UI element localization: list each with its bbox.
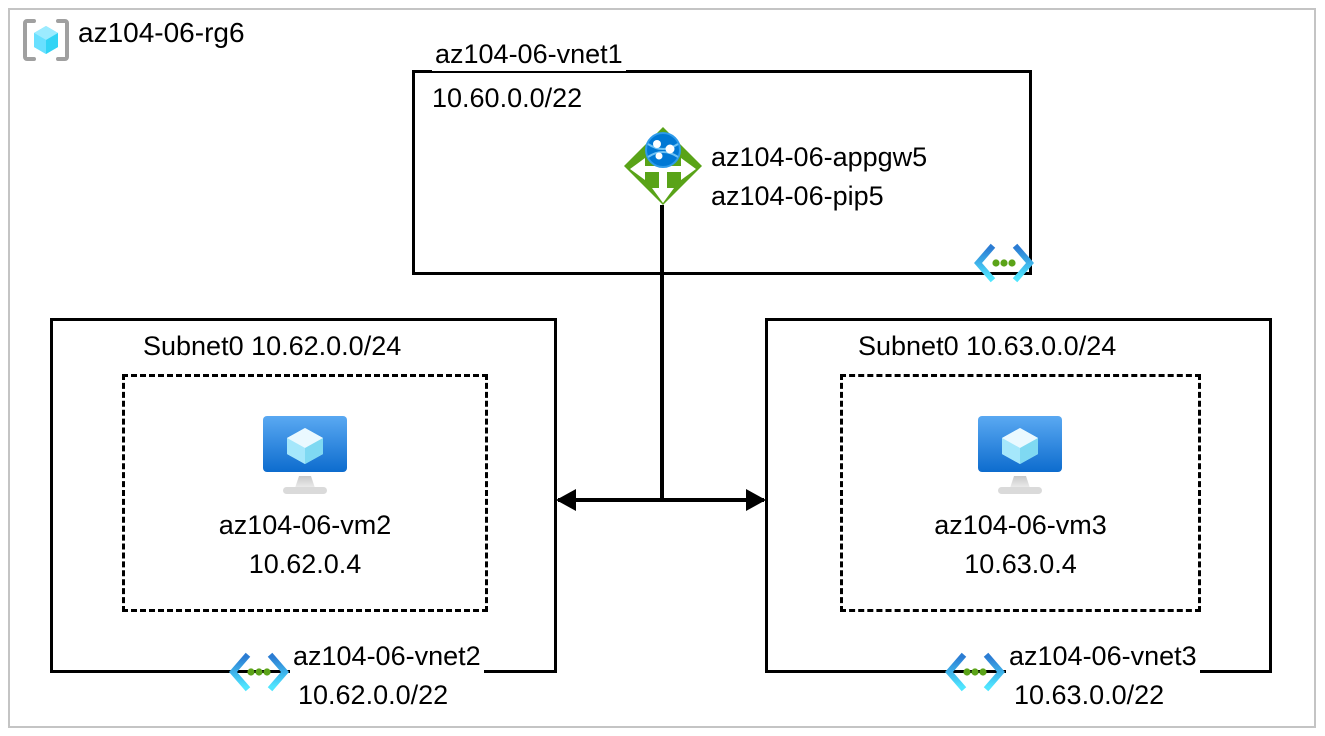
vnet3-subnet-label: Subnet0 10.63.0.0/24	[858, 331, 1117, 361]
vnet2-label: az104-06-vnet2	[290, 640, 484, 673]
vm2-private-ip-label: 10.62.0.4	[248, 549, 362, 579]
peering-arrowhead-right	[746, 489, 766, 511]
vnet3-virtual-network-icon	[944, 652, 1006, 692]
vnet1-virtual-network-icon	[973, 243, 1035, 283]
vnet-peering-line	[558, 498, 764, 502]
vnet3-address-space: 10.63.0.0/22	[1014, 680, 1165, 710]
vnet2-virtual-network-icon	[228, 652, 290, 692]
gateway-link-line	[660, 205, 664, 502]
vnet1-boundary	[412, 70, 1032, 275]
vnet2-subnet-boundary	[122, 374, 488, 612]
resource-group-cube-icon	[22, 18, 70, 62]
vm3-virtual-machine-icon	[970, 410, 1070, 500]
peering-arrowhead-left	[556, 489, 576, 511]
vm3-name-label: az104-06-vm3	[934, 510, 1107, 540]
vm3-private-ip-label: 10.63.0.4	[964, 549, 1077, 579]
vnet2-address-space: 10.62.0.0/22	[298, 680, 449, 710]
appgw-name-label: az104-06-appgw5	[711, 142, 928, 172]
vm2-virtual-machine-icon	[255, 410, 355, 500]
appgw-public-ip-label: az104-06-pip5	[711, 181, 884, 211]
vnet3-subnet-boundary	[840, 374, 1201, 612]
vnet3-label: az104-06-vnet3	[1006, 640, 1200, 673]
vnet2-subnet-label: Subnet0 10.62.0.0/24	[143, 331, 402, 361]
resource-group-boundary	[8, 8, 1316, 728]
vnet1-label: az104-06-vnet1	[432, 38, 626, 71]
resource-group-label: az104-06-rg6	[78, 17, 245, 48]
application-gateway-icon	[621, 124, 705, 208]
vnet1-address-space: 10.60.0.0/22	[432, 83, 583, 113]
vm2-name-label: az104-06-vm2	[218, 510, 392, 540]
